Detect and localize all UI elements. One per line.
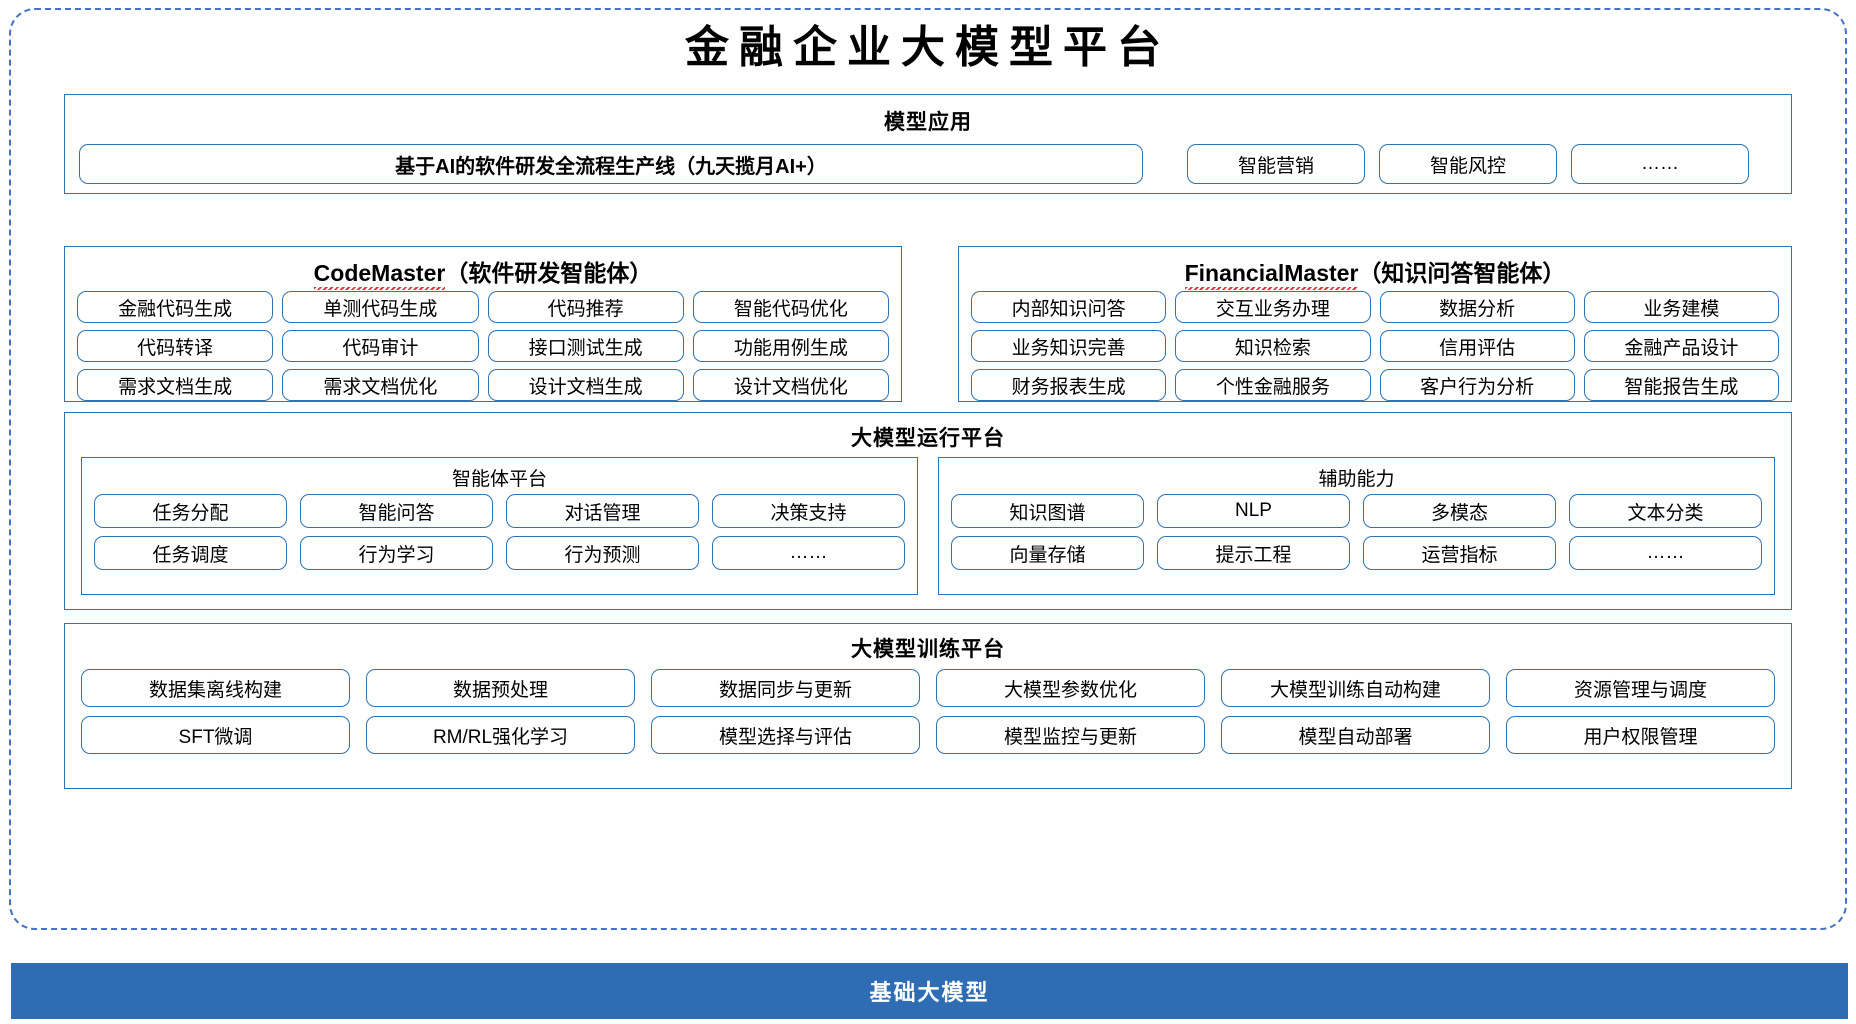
chip-ai-sdlc-production-line[interactable]: 基于AI的软件研发全流程生产线（九天揽月AI+） xyxy=(79,144,1143,184)
chip-code-1-0[interactable]: 代码转译 xyxy=(77,330,274,362)
chip-agent-1-0[interactable]: 任务调度 xyxy=(94,536,287,570)
section-title-training-platform: 大模型训练平台 xyxy=(851,638,1005,661)
section-training-platform: 大模型训练平台 数据集离线构建 数据预处理 数据同步与更新 大模型参数优化 大模… xyxy=(64,623,1792,789)
chip-code-2-0[interactable]: 需求文档生成 xyxy=(77,369,274,401)
chip-agent-0-0[interactable]: 任务分配 xyxy=(94,494,287,528)
agent-platform-row: 任务分配 智能问答 对话管理 决策支持 xyxy=(94,494,905,528)
chip-fin-1-3[interactable]: 金融产品设计 xyxy=(1583,330,1779,362)
auxiliary-capability-grid: 知识图谱 NLP 多模态 文本分类 向量存储 提示工程 运营指标 …… xyxy=(951,494,1762,570)
chip-code-0-1[interactable]: 单测代码生成 xyxy=(282,291,479,323)
chip-fin-0-0[interactable]: 内部知识问答 xyxy=(971,291,1167,323)
financial-master-suffix: （知识问答智能体） xyxy=(1358,260,1566,286)
chip-train-0-1[interactable]: 数据预处理 xyxy=(366,669,635,707)
section-title-runtime-platform: 大模型运行平台 xyxy=(851,427,1005,450)
chip-train-0-3[interactable]: 大模型参数优化 xyxy=(936,669,1205,707)
chip-code-2-2[interactable]: 设计文档生成 xyxy=(487,369,684,401)
chip-agent-0-2[interactable]: 对话管理 xyxy=(506,494,699,528)
chip-aux-1-1[interactable]: 提示工程 xyxy=(1157,536,1350,570)
chip-fin-0-3[interactable]: 业务建模 xyxy=(1583,291,1779,323)
code-master-heading: CodeMaster（软件研发智能体） xyxy=(65,254,901,290)
chip-fin-2-3[interactable]: 智能报告生成 xyxy=(1583,369,1779,401)
training-platform-row: 数据集离线构建 数据预处理 数据同步与更新 大模型参数优化 大模型训练自动构建 … xyxy=(81,669,1775,707)
spacer xyxy=(1557,144,1571,184)
financial-master-row: 业务知识完善 知识检索 信用评估 金融产品设计 xyxy=(971,330,1779,362)
chip-agent-0-3[interactable]: 决策支持 xyxy=(712,494,905,528)
chip-aux-0-2[interactable]: 多模态 xyxy=(1363,494,1556,528)
base-model-bar: 基础大模型 xyxy=(11,963,1848,1019)
chip-train-1-1[interactable]: RM/RL强化学习 xyxy=(366,716,635,754)
page-title: 金融企业大模型平台 xyxy=(685,23,1171,72)
chip-agent-1-3[interactable]: …… xyxy=(712,536,905,570)
chip-smart-marketing[interactable]: 智能营销 xyxy=(1187,144,1365,184)
section-runtime-platform: 大模型运行平台 智能体平台 任务分配 智能问答 对话管理 决策支持 任务调度 行… xyxy=(64,412,1792,610)
auxiliary-capability-row: 知识图谱 NLP 多模态 文本分类 xyxy=(951,494,1762,528)
chip-train-1-2[interactable]: 模型选择与评估 xyxy=(651,716,920,754)
code-master-name: CodeMaster xyxy=(313,260,446,290)
outer-dashed-frame xyxy=(9,8,1847,930)
chip-train-0-4[interactable]: 大模型训练自动构建 xyxy=(1221,669,1490,707)
chip-fin-0-2[interactable]: 数据分析 xyxy=(1379,291,1575,323)
chip-train-0-5[interactable]: 资源管理与调度 xyxy=(1506,669,1775,707)
agent-platform-grid: 任务分配 智能问答 对话管理 决策支持 任务调度 行为学习 行为预测 …… xyxy=(94,494,905,570)
panel-auxiliary-capability: 辅助能力 知识图谱 NLP 多模态 文本分类 向量存储 提示工程 运营指标 …… xyxy=(938,457,1775,595)
code-master-row: 需求文档生成 需求文档优化 设计文档生成 设计文档优化 xyxy=(77,369,889,401)
chip-code-0-3[interactable]: 智能代码优化 xyxy=(692,291,889,323)
section-model-application: 模型应用 基于AI的软件研发全流程生产线（九天揽月AI+） 智能营销 智能风控 … xyxy=(64,94,1792,194)
chip-aux-1-3[interactable]: …… xyxy=(1569,536,1762,570)
chip-smart-risk-control[interactable]: 智能风控 xyxy=(1379,144,1557,184)
training-platform-row: SFT微调 RM/RL强化学习 模型选择与评估 模型监控与更新 模型自动部署 用… xyxy=(81,716,1775,754)
chip-code-1-1[interactable]: 代码审计 xyxy=(282,330,479,362)
chip-code-0-0[interactable]: 金融代码生成 xyxy=(77,291,274,323)
chip-fin-1-2[interactable]: 信用评估 xyxy=(1379,330,1575,362)
runtime-panels: 智能体平台 任务分配 智能问答 对话管理 决策支持 任务调度 行为学习 行为预测… xyxy=(81,457,1775,595)
model-application-chip-row: 基于AI的软件研发全流程生产线（九天揽月AI+） 智能营销 智能风控 …… xyxy=(79,144,1779,184)
chip-train-1-0[interactable]: SFT微调 xyxy=(81,716,350,754)
chip-agent-1-1[interactable]: 行为学习 xyxy=(300,536,493,570)
chip-fin-2-0[interactable]: 财务报表生成 xyxy=(971,369,1167,401)
chip-train-1-5[interactable]: 用户权限管理 xyxy=(1506,716,1775,754)
training-platform-grid: 数据集离线构建 数据预处理 数据同步与更新 大模型参数优化 大模型训练自动构建 … xyxy=(81,669,1775,754)
agent-platform-row: 任务调度 行为学习 行为预测 …… xyxy=(94,536,905,570)
chip-code-2-1[interactable]: 需求文档优化 xyxy=(282,369,479,401)
section-financial-master: FinancialMaster（知识问答智能体） 内部知识问答 交互业务办理 数… xyxy=(958,246,1792,402)
auxiliary-capability-row: 向量存储 提示工程 运营指标 …… xyxy=(951,536,1762,570)
chip-aux-1-0[interactable]: 向量存储 xyxy=(951,536,1144,570)
spacer xyxy=(1365,144,1379,184)
panel-title-agent-platform: 智能体平台 xyxy=(451,469,547,490)
code-master-row: 代码转译 代码审计 接口测试生成 功能用例生成 xyxy=(77,330,889,362)
chip-aux-0-3[interactable]: 文本分类 xyxy=(1569,494,1762,528)
chip-code-1-2[interactable]: 接口测试生成 xyxy=(487,330,684,362)
chip-fin-0-1[interactable]: 交互业务办理 xyxy=(1175,291,1371,323)
chip-fin-2-1[interactable]: 个性金融服务 xyxy=(1175,369,1371,401)
financial-master-heading: FinancialMaster（知识问答智能体） xyxy=(959,254,1791,290)
chip-agent-1-2[interactable]: 行为预测 xyxy=(506,536,699,570)
panel-agent-platform: 智能体平台 任务分配 智能问答 对话管理 决策支持 任务调度 行为学习 行为预测… xyxy=(81,457,918,595)
chip-agent-0-1[interactable]: 智能问答 xyxy=(300,494,493,528)
panel-title-auxiliary-capability: 辅助能力 xyxy=(1318,469,1395,490)
chip-code-2-3[interactable]: 设计文档优化 xyxy=(692,369,889,401)
financial-master-row: 财务报表生成 个性金融服务 客户行为分析 智能报告生成 xyxy=(971,369,1779,401)
spacer xyxy=(1143,144,1187,184)
chip-aux-0-1[interactable]: NLP xyxy=(1157,494,1350,528)
code-master-grid: 金融代码生成 单测代码生成 代码推荐 智能代码优化 代码转译 代码审计 接口测试… xyxy=(77,291,889,401)
chip-aux-1-2[interactable]: 运营指标 xyxy=(1363,536,1556,570)
chip-train-0-2[interactable]: 数据同步与更新 xyxy=(651,669,920,707)
code-master-row: 金融代码生成 单测代码生成 代码推荐 智能代码优化 xyxy=(77,291,889,323)
chip-code-1-3[interactable]: 功能用例生成 xyxy=(692,330,889,362)
code-master-suffix: （软件研发智能体） xyxy=(445,260,653,286)
section-code-master: CodeMaster（软件研发智能体） 金融代码生成 单测代码生成 代码推荐 智… xyxy=(64,246,902,402)
chip-aux-0-0[interactable]: 知识图谱 xyxy=(951,494,1144,528)
chip-train-0-0[interactable]: 数据集离线构建 xyxy=(81,669,350,707)
chip-fin-1-1[interactable]: 知识检索 xyxy=(1175,330,1371,362)
chip-train-1-3[interactable]: 模型监控与更新 xyxy=(936,716,1205,754)
financial-master-name: FinancialMaster xyxy=(1184,260,1359,290)
chip-fin-2-2[interactable]: 客户行为分析 xyxy=(1379,369,1575,401)
section-title-model-application: 模型应用 xyxy=(884,111,972,134)
chip-more-ellipsis[interactable]: …… xyxy=(1571,144,1749,184)
chip-train-1-4[interactable]: 模型自动部署 xyxy=(1221,716,1490,754)
chip-fin-1-0[interactable]: 业务知识完善 xyxy=(971,330,1167,362)
financial-master-row: 内部知识问答 交互业务办理 数据分析 业务建模 xyxy=(971,291,1779,323)
chip-code-0-2[interactable]: 代码推荐 xyxy=(487,291,684,323)
financial-master-grid: 内部知识问答 交互业务办理 数据分析 业务建模 业务知识完善 知识检索 信用评估… xyxy=(971,291,1779,401)
